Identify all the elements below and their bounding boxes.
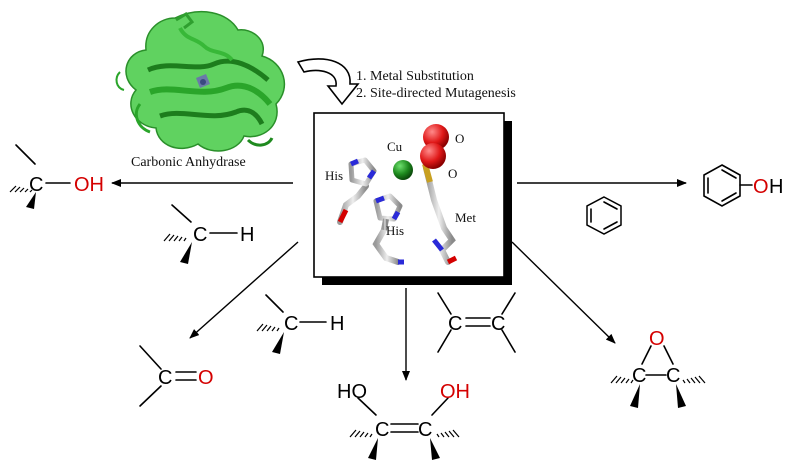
his-label-1: His: [325, 168, 343, 183]
carbon-atom: C: [632, 365, 646, 387]
oxygen-sphere-lower: [420, 143, 446, 169]
oxygen-label-upper: O: [455, 131, 464, 146]
epoxide-oxygen: O: [649, 328, 665, 350]
his-label-2: His: [386, 223, 404, 238]
step-metal-substitution: 1. Metal Substitution: [356, 69, 474, 84]
copper-sphere: [393, 160, 413, 180]
step-site-directed-mutagenesis: 2. Site-directed Mutagenesis: [356, 86, 516, 101]
ketone-product: C O: [139, 345, 214, 407]
carbon-atom: C: [448, 313, 462, 335]
protein-structure-image: [115, 11, 286, 152]
carbon-atom: C: [418, 419, 432, 441]
arrow-to-ketone: [189, 241, 299, 339]
carbon-atom: C: [284, 313, 298, 335]
benzene-reagent: [586, 196, 622, 235]
hydroxyl-hydrogen: H: [769, 176, 783, 198]
epoxide-product: O C C: [610, 328, 706, 408]
active-site-panel: Cu His His Met O O: [313, 112, 512, 285]
carbonic-anhydrase-label: Carbonic Anhydrase: [131, 155, 246, 170]
hydroxyl-group: OH: [440, 381, 470, 403]
carbonyl-oxygen: O: [198, 367, 214, 389]
cu-label: Cu: [387, 139, 403, 154]
carbon-atom: C: [158, 367, 172, 389]
oxygen-label-lower: O: [448, 166, 457, 181]
met-residue: [422, 163, 458, 265]
arrow-to-epoxide: [511, 241, 616, 344]
hydrogen-atom: H: [240, 224, 254, 246]
carbon-atom: C: [666, 365, 680, 387]
alkane-substrate-1: C H: [163, 204, 254, 264]
alcohol-product: C OH: [9, 144, 104, 209]
hydroxyl-oxygen: O: [753, 176, 769, 198]
alkane-substrate-2: C H: [256, 294, 344, 354]
carbon-atom: C: [491, 313, 505, 335]
his-residue-2: [372, 193, 404, 265]
carbon-atom: C: [375, 419, 389, 441]
hydroxyl-group: OH: [74, 174, 104, 196]
hydroxyl-group: HO: [337, 381, 367, 403]
met-label: Met: [455, 210, 476, 225]
hydrogen-atom: H: [330, 313, 344, 335]
alkene-substrate: C C: [437, 292, 516, 353]
curved-arrow-icon: [296, 58, 360, 106]
phenol-product: O H: [703, 164, 783, 207]
carbon-atom: C: [29, 174, 43, 196]
enediol-product: HO OH C C: [337, 381, 470, 460]
his-residue-1: [337, 157, 377, 225]
carbon-atom: C: [193, 224, 207, 246]
